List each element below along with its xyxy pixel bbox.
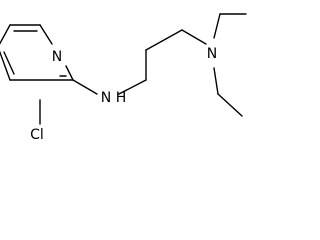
- amine-nitrogen-label: N: [101, 90, 111, 106]
- ring-bond-c2-n1: [65, 65, 74, 81]
- bond-nh-ch2-a: [118, 79, 147, 95]
- ring-double-bond-inner-2: [3, 51, 15, 75]
- pyridine-nitrogen-label: N: [52, 49, 62, 65]
- ring-bond-c5-c4: [0, 24, 11, 45]
- diethylamino-nitrogen-label: N: [207, 46, 217, 62]
- chlorine-label: Cl: [30, 127, 44, 143]
- ring-bond-n1-c6: [39, 24, 53, 45]
- chain-bonds: [39, 13, 247, 125]
- bond-ch2-c-n: [181, 29, 207, 45]
- bond-ethyl-2-ch3: [217, 93, 243, 117]
- bond-ch2-b-ch2-c: [145, 29, 183, 51]
- amine-hydrogen-label: H: [116, 90, 127, 106]
- ring-bond-c4-c3: [0, 50, 11, 81]
- pyridine-ring: [0, 24, 74, 81]
- bond-n-ethyl-2a: [213, 67, 219, 95]
- bond-c2-nh: [72, 79, 98, 95]
- chemical-structure-diagram: N Cl N H N: [0, 13, 247, 143]
- bond-n-ethyl-1a: [213, 13, 221, 39]
